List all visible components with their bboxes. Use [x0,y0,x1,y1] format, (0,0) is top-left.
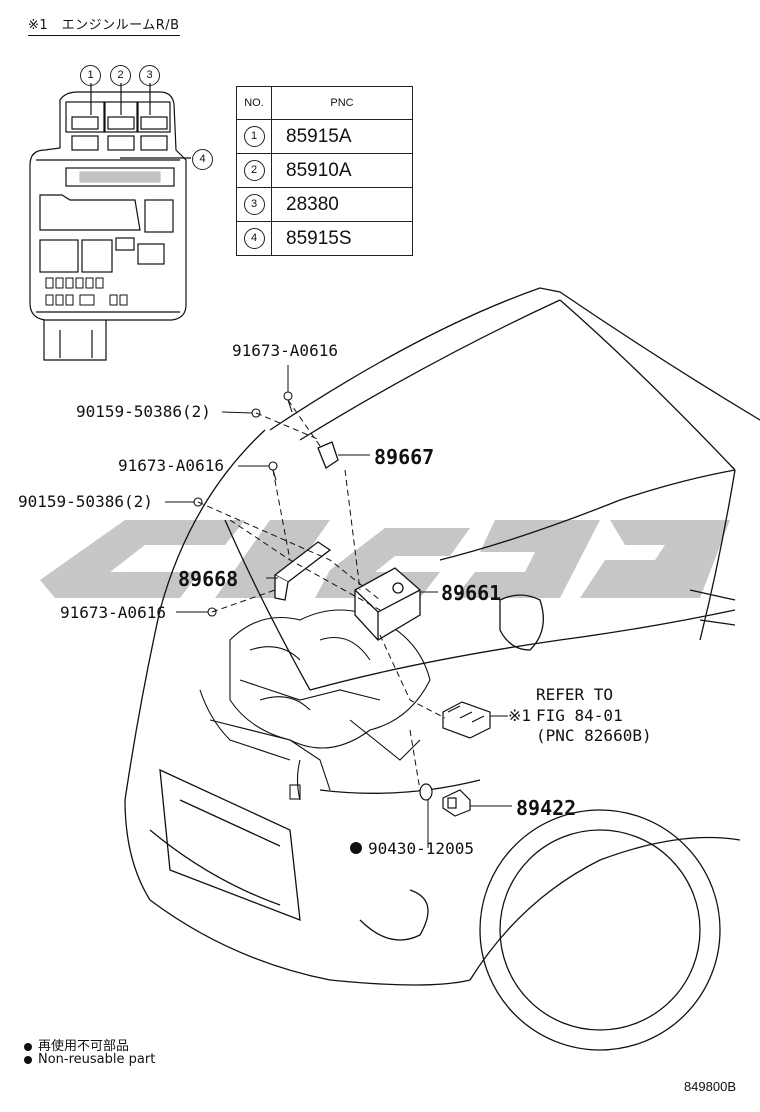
refer-line-1: REFER TO [536,685,614,704]
table-row: 1 85915A [236,119,413,154]
pnc-table: NO. PNC 1 85915A 2 85910A 3 28380 4 8591… [236,86,413,256]
row-no: 2 [243,160,265,181]
refer-mark: ※1 [508,706,532,725]
refer-line-2: FIG 84-01 [536,706,623,725]
fuse-callout-4: 4 [192,147,213,170]
legend-jp: 再使用不可部品 [24,1035,129,1054]
label-89667: 89667 [374,445,435,469]
pnc-table-header: NO. PNC [236,86,413,120]
fuse-callout-1: 1 [80,63,101,86]
ecu-89661 [354,567,421,641]
row-pnc: 85915S [271,221,413,256]
table-row: 2 85910A [236,153,413,188]
legend-en: Non-reusable part [24,1052,155,1067]
figure-code: 849800B [683,1079,736,1094]
row-pnc: 28380 [271,187,413,222]
label-gasket: 90430-12005 [368,839,474,858]
table-row: 4 85915S [236,221,413,256]
label-bolt-top: 91673-A0616 [232,341,338,360]
fuse-callout-3: 3 [139,63,160,86]
watermark-logo [40,520,730,598]
relay-block-ref [442,701,491,739]
engine-room-relay-block [29,91,187,361]
bullet-dot-icon [24,1042,32,1051]
fuse-box-callout-leaders [90,83,191,159]
sensor-89422 [419,783,471,817]
refer-line-3: (PNC 82660B) [536,726,652,745]
fuse-callout-2: 2 [110,63,131,86]
row-no: 4 [243,228,265,249]
col-no-header: NO. [236,86,272,120]
label-89668: 89668 [178,567,239,591]
figure-header: ※1 エンジンルームR/B [28,14,180,36]
vehicle-outline [124,287,760,1051]
bracket-89668 [273,541,332,601]
row-no: 1 [243,126,265,147]
nonreusable-dot [350,842,362,854]
row-no: 3 [243,194,265,215]
label-bolt-low: 91673-A0616 [60,603,166,622]
table-row: 3 28380 [236,187,413,222]
label-bolt-mid: 91673-A0616 [118,456,224,475]
label-89422: 89422 [516,796,577,820]
col-pnc-header: PNC [271,86,413,120]
leader-lines [165,365,512,848]
label-89661: 89661 [441,581,502,605]
row-pnc: 85910A [271,153,413,188]
engine-compartment [199,609,431,801]
bullet-dot-icon [24,1055,32,1064]
row-pnc: 85915A [271,119,413,154]
bracket-89667 [317,441,339,469]
label-screw-1: 90159-50386(2) [76,402,211,421]
label-screw-2: 90159-50386(2) [18,492,153,511]
